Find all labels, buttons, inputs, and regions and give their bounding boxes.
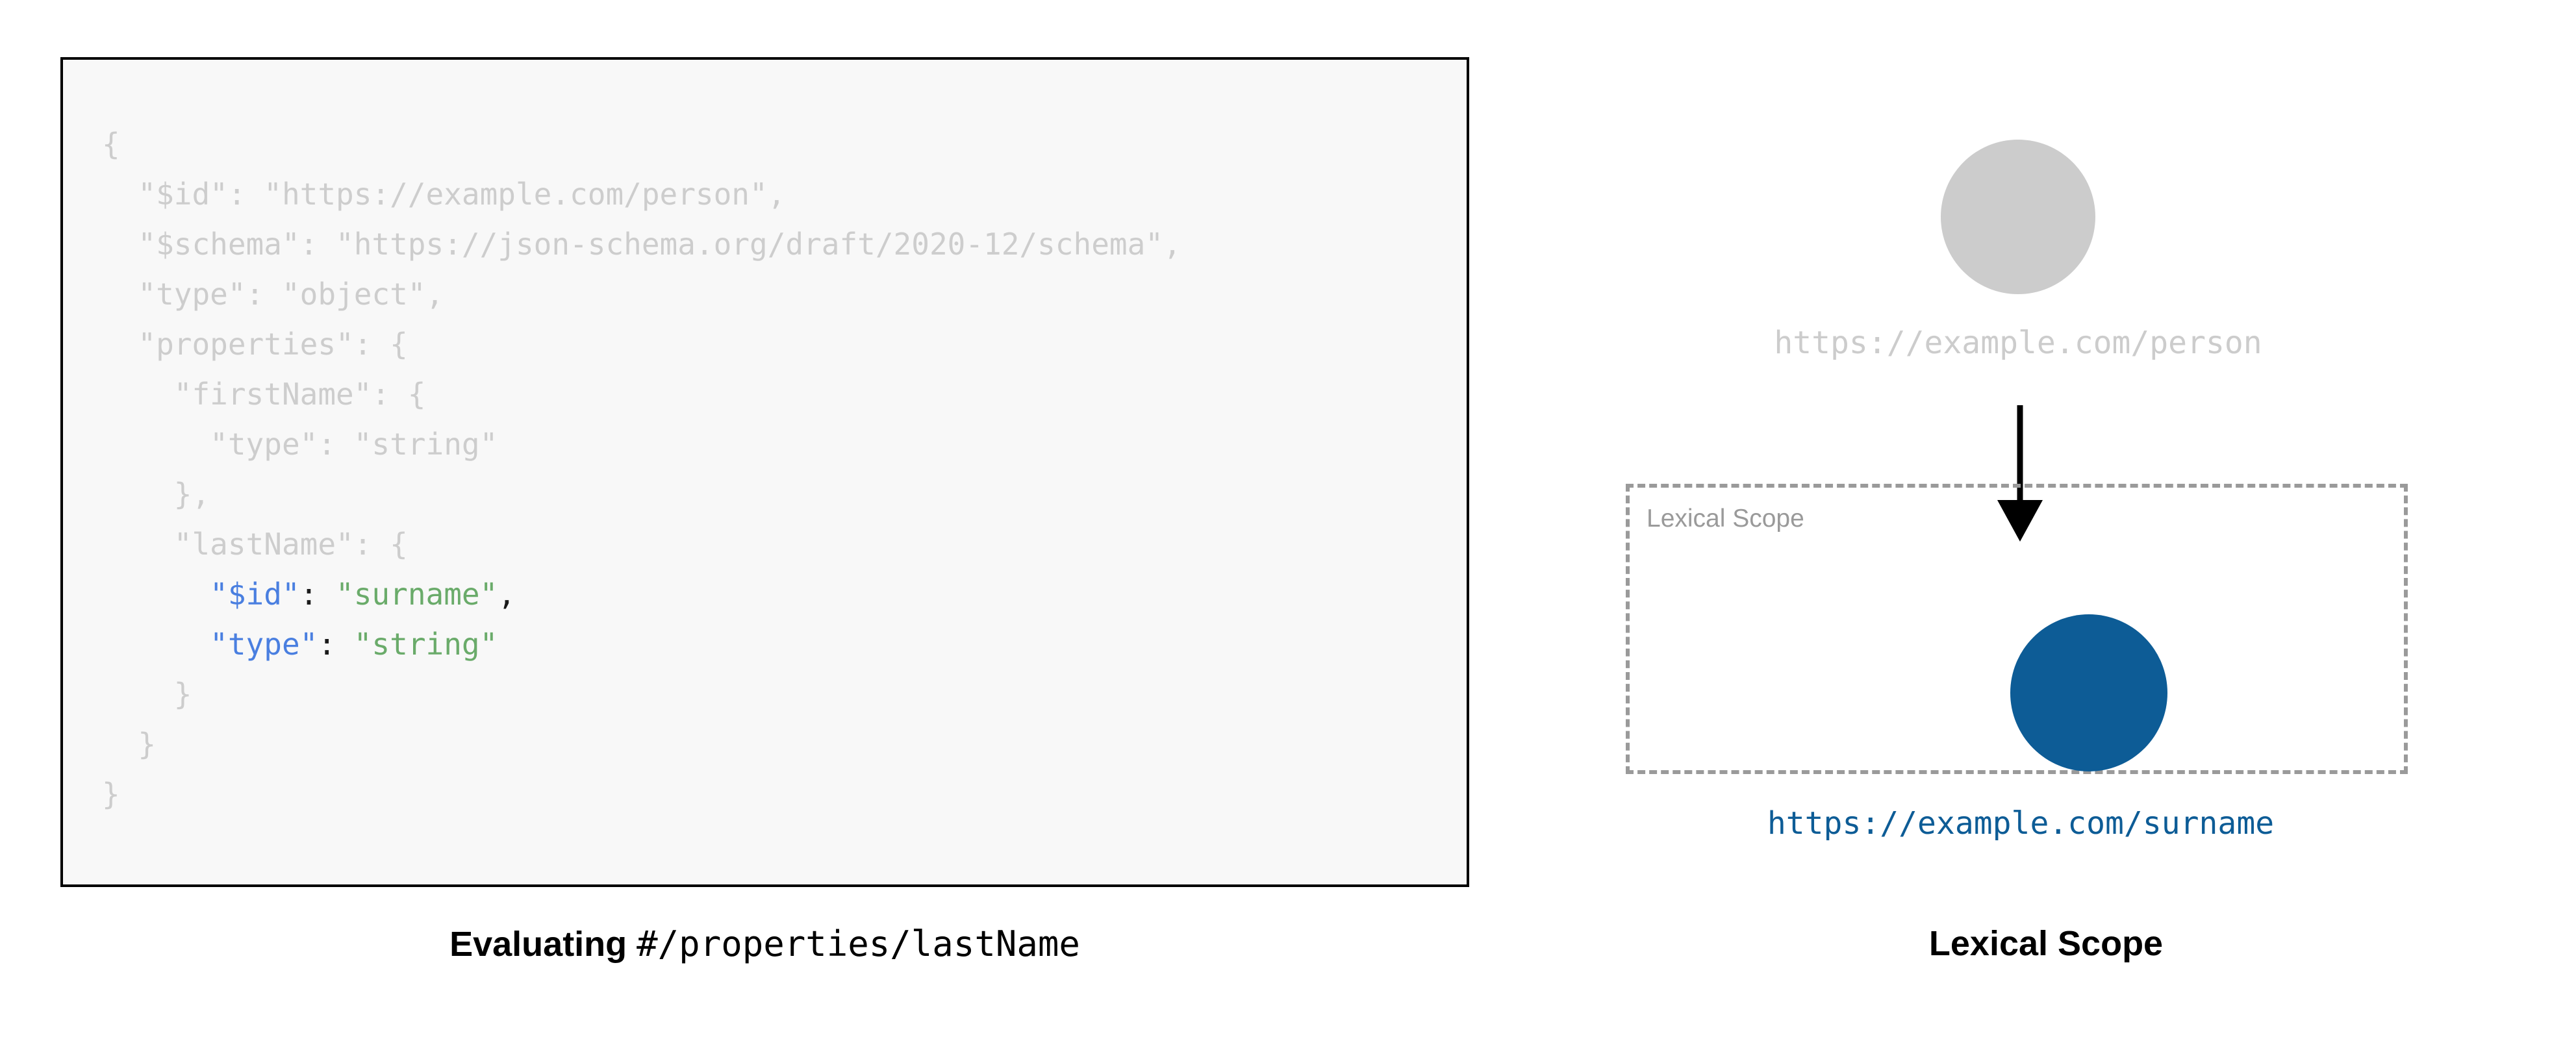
- caption-evaluating-label: Evaluating: [449, 925, 637, 964]
- code-line: "firstName": {: [102, 377, 426, 412]
- code-line: }: [102, 777, 120, 812]
- lexical-scope-diagram: https://example.com/person Lexical Scope…: [1559, 39, 2533, 903]
- code-colon-token: :: [299, 577, 336, 612]
- code-line: "lastName": {: [102, 527, 408, 562]
- code-line: "$id": "https://example.com/person",: [102, 177, 786, 212]
- left-panel-caption: Evaluating #/properties/lastName: [60, 923, 1469, 964]
- code-colon-token: :: [318, 627, 354, 662]
- code-key-token: "$id": [210, 577, 300, 612]
- code-trailing-token: ,: [498, 577, 516, 612]
- code-line: "$id": "surname",: [102, 570, 1181, 620]
- code-line: {: [102, 127, 120, 162]
- child-node-circle-icon: [2010, 614, 2167, 771]
- code-line: "properties": {: [102, 327, 408, 362]
- code-line: "$schema": "https://json-schema.org/draf…: [102, 227, 1181, 262]
- code-line: }: [102, 677, 192, 712]
- right-panel-caption: Lexical Scope: [1928, 924, 2164, 963]
- child-node-uri-label: https://example.com/surname: [1767, 805, 2275, 842]
- code-line: }: [102, 727, 157, 762]
- code-value-token: "string": [353, 627, 498, 662]
- code-line: "type": "string": [102, 427, 498, 462]
- lexical-scope-inner-label: Lexical Scope: [1647, 505, 1804, 532]
- json-schema-code-block: { "$id": "https://example.com/person", "…: [60, 57, 1469, 887]
- code-value-token: "surname": [336, 577, 498, 612]
- caption-json-pointer: #/properties/lastName: [637, 923, 1080, 964]
- root-node-circle-icon: [1941, 140, 2095, 294]
- code-indent: [102, 577, 210, 612]
- code-indent: [102, 627, 210, 662]
- lexical-scope-boundary-box: Lexical Scope https://example.com/surnam…: [1626, 484, 2408, 842]
- code-line: "type": "object",: [102, 277, 444, 312]
- code-line: },: [102, 477, 210, 512]
- code-listing: { "$id": "https://example.com/person", "…: [102, 119, 1181, 820]
- root-node-uri-label: https://example.com/person: [1774, 325, 2262, 361]
- code-key-token: "type": [210, 627, 318, 662]
- downward-arrow-icon: [1997, 405, 2043, 542]
- code-line: "type": "string": [102, 620, 1181, 670]
